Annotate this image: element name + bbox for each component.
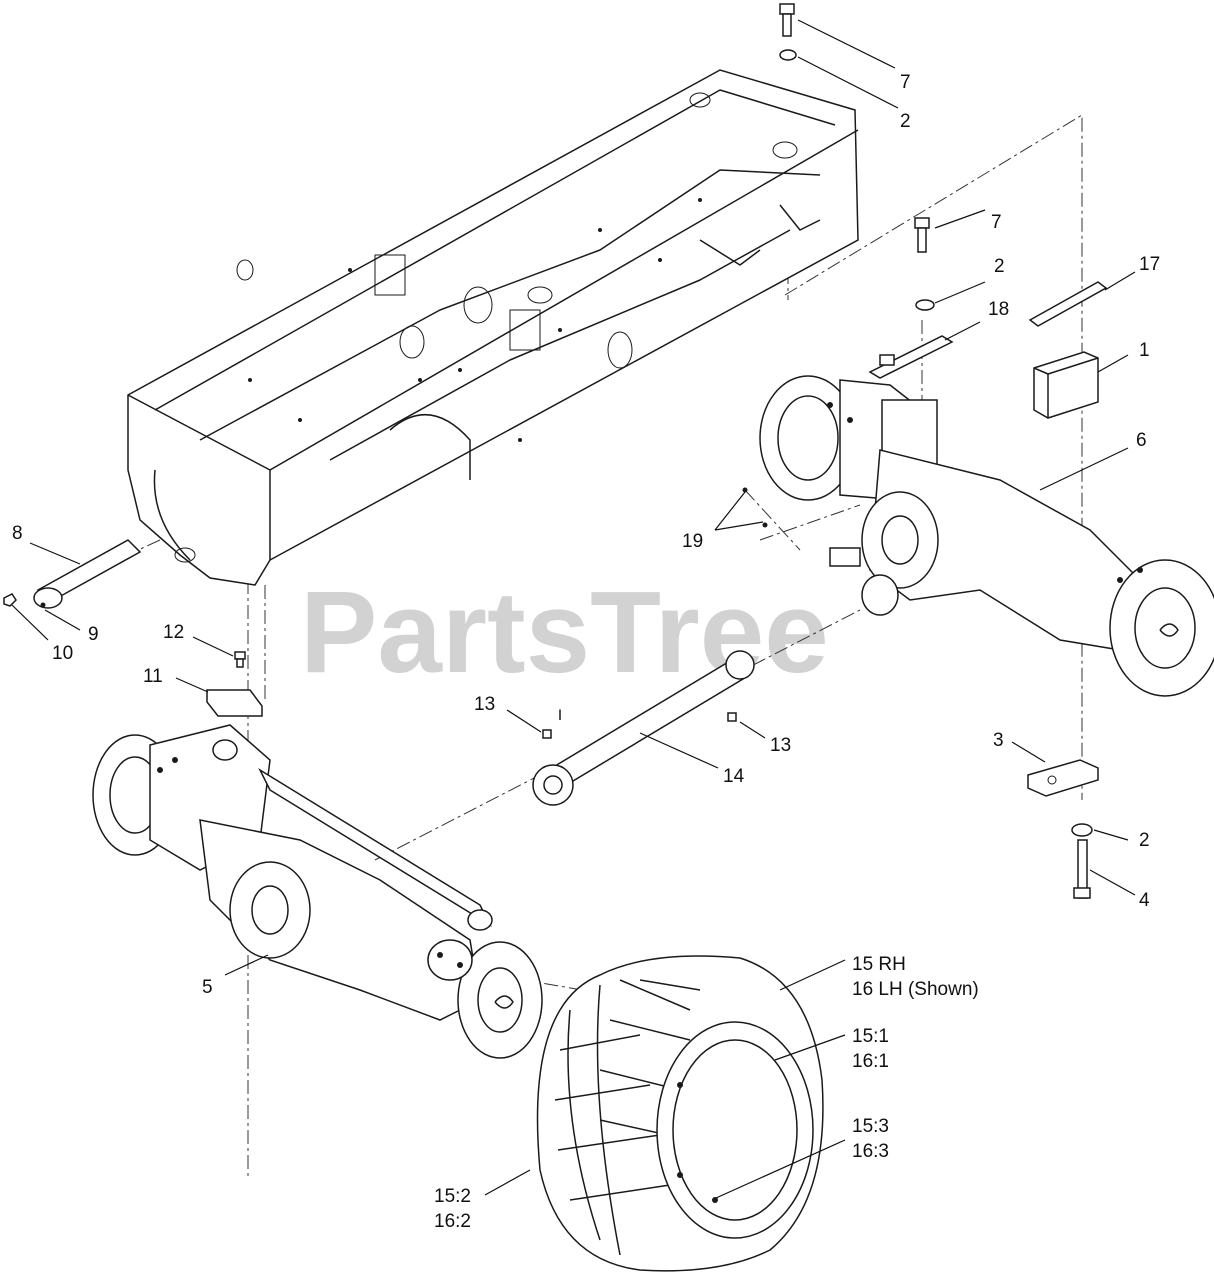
- nut-10: [3, 593, 17, 607]
- callout-16-2: 16:2: [434, 1211, 471, 1232]
- plate-17: [1028, 281, 1108, 327]
- callout-17: 17: [1139, 254, 1160, 275]
- callout-16-lh: 16 LH (Shown): [852, 979, 979, 1000]
- callout-19: 19: [682, 531, 703, 552]
- callout-10: 10: [52, 643, 73, 664]
- callout-16-1: 16:1: [852, 1051, 889, 1072]
- washer-2-top: [779, 49, 797, 61]
- callout-16-3: 16:3: [852, 1141, 889, 1162]
- rear-axle-6: [759, 375, 1214, 697]
- callout-15-3: 15:3: [852, 1116, 889, 1137]
- washer-2-mid: [915, 299, 935, 311]
- plate-3: [1027, 759, 1099, 797]
- callout-15-2: 15:2: [434, 1186, 471, 1207]
- callout-18: 18: [988, 299, 1009, 320]
- callout-2-mid: 2: [994, 256, 1005, 277]
- washer-2-bottom: [1071, 823, 1093, 837]
- plate-11: [206, 689, 263, 717]
- bolt-13-right: [727, 712, 737, 722]
- callout-12: 12: [163, 622, 184, 643]
- callout-7-mid: 7: [991, 212, 1002, 233]
- bolt-12: [234, 651, 246, 668]
- pins-19: [742, 487, 768, 528]
- front-axle-5: [92, 724, 543, 1059]
- callout-4: 4: [1139, 890, 1150, 911]
- driveshaft-14: [532, 650, 755, 806]
- spacer-block-1: [1033, 351, 1099, 419]
- bolt-13-left: [542, 729, 552, 739]
- chassis-frame: [127, 69, 859, 586]
- bolt-4: [1073, 839, 1091, 899]
- callout-8: 8: [12, 523, 23, 544]
- callout-15-rh: 15 RH: [852, 954, 906, 975]
- callout-6: 6: [1136, 430, 1147, 451]
- pivot-pin-8: [33, 539, 142, 609]
- callout-2-bottom: 2: [1139, 830, 1150, 851]
- callout-2-top: 2: [900, 111, 911, 132]
- callout-9: 9: [88, 624, 99, 645]
- watermark: PartsTree: [300, 567, 829, 697]
- callout-7-top: 7: [900, 72, 911, 93]
- wheel-assembly-16: [536, 709, 824, 1272]
- leader-lines: [11, 19, 1136, 1199]
- callout-15-1: 15:1: [852, 1026, 889, 1047]
- callout-5: 5: [202, 977, 213, 998]
- bracket-18: [868, 335, 954, 379]
- callout-3: 3: [993, 730, 1004, 751]
- callouts: 7 2 7 2 17 18 1 6 19 8 9 10 12 11 13 13 …: [12, 72, 1160, 1232]
- callout-1: 1: [1139, 340, 1150, 361]
- bolt-9: [40, 602, 46, 608]
- callout-11: 11: [143, 666, 163, 687]
- callout-13-right: 13: [770, 735, 791, 756]
- callout-13-left: 13: [474, 694, 495, 715]
- bolt-7-top: [779, 3, 795, 37]
- callout-14: 14: [723, 766, 745, 787]
- bolt-7-mid: [914, 217, 930, 253]
